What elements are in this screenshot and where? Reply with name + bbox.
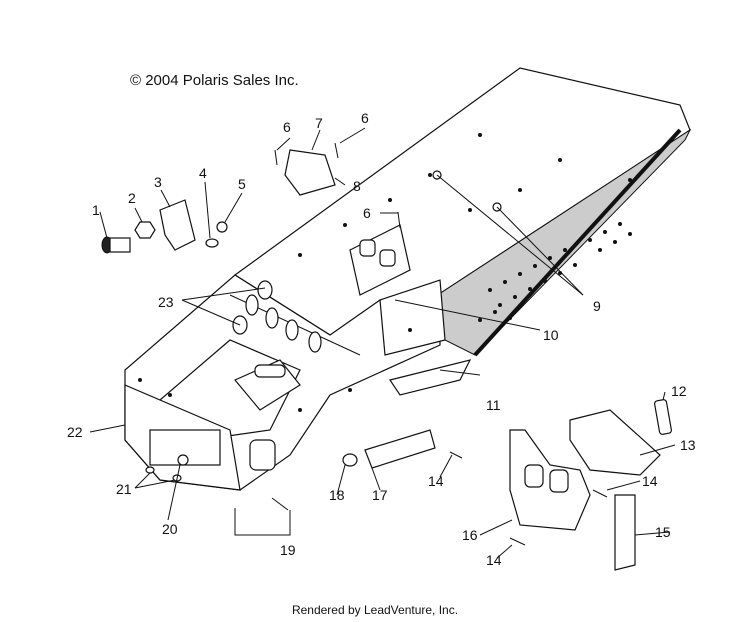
part-13-plate <box>569 409 661 476</box>
callout-11: 11 <box>486 397 501 413</box>
callout-18: 18 <box>329 487 345 503</box>
part-1-bushing <box>101 236 131 254</box>
callout-14b: 14 <box>642 473 658 489</box>
footer-credit: Rendered by LeadVenture, Inc. <box>291 603 459 617</box>
callout-4: 4 <box>199 165 207 181</box>
callout-6a: 6 <box>283 119 291 135</box>
part-4-washer <box>205 238 219 248</box>
part-21-plugs <box>145 466 155 474</box>
part-12-bracket <box>654 399 672 435</box>
callout-6b: 6 <box>361 110 369 126</box>
callout-21: 21 <box>116 481 132 497</box>
part-18-cap <box>342 453 358 467</box>
copyright-notice: © 2004 Polaris Sales Inc. <box>130 72 299 89</box>
callout-8: 8 <box>353 178 361 194</box>
callout-labels: 1 2 3 4 5 6 6 6 7 8 9 10 11 12 13 14 14 … <box>67 110 696 568</box>
chassis-tunnel <box>124 67 692 491</box>
part-6-screws <box>274 142 401 229</box>
callout-6c: 6 <box>363 205 371 221</box>
callout-19: 19 <box>280 542 296 558</box>
part-2-nut <box>134 221 156 239</box>
callout-16: 16 <box>462 527 478 543</box>
part-20-bolt <box>177 454 189 466</box>
callout-17: 17 <box>372 487 388 503</box>
part-15-bracket <box>614 494 636 571</box>
callout-2: 2 <box>128 190 136 206</box>
part-19-fasteners <box>234 497 289 528</box>
callout-14c: 14 <box>486 552 502 568</box>
callout-9: 9 <box>593 298 601 314</box>
callout-20: 20 <box>162 521 178 537</box>
part-14-fasteners <box>449 451 608 546</box>
part-3-bracket <box>159 199 196 251</box>
callout-22: 22 <box>67 424 83 440</box>
callout-3: 3 <box>154 174 162 190</box>
callout-10: 10 <box>543 327 559 343</box>
callout-23: 23 <box>158 294 174 310</box>
part-7-bracket <box>284 149 336 196</box>
callout-12: 12 <box>671 383 687 399</box>
callout-5: 5 <box>238 176 246 192</box>
part-5-bolt <box>216 221 228 233</box>
callout-1: 1 <box>92 202 100 218</box>
part-17-plate <box>364 429 436 469</box>
leader-lines <box>89 127 676 559</box>
callout-7: 7 <box>315 115 323 131</box>
callout-15: 15 <box>655 524 671 540</box>
callout-13: 13 <box>680 437 696 453</box>
callout-14a: 14 <box>428 473 444 489</box>
